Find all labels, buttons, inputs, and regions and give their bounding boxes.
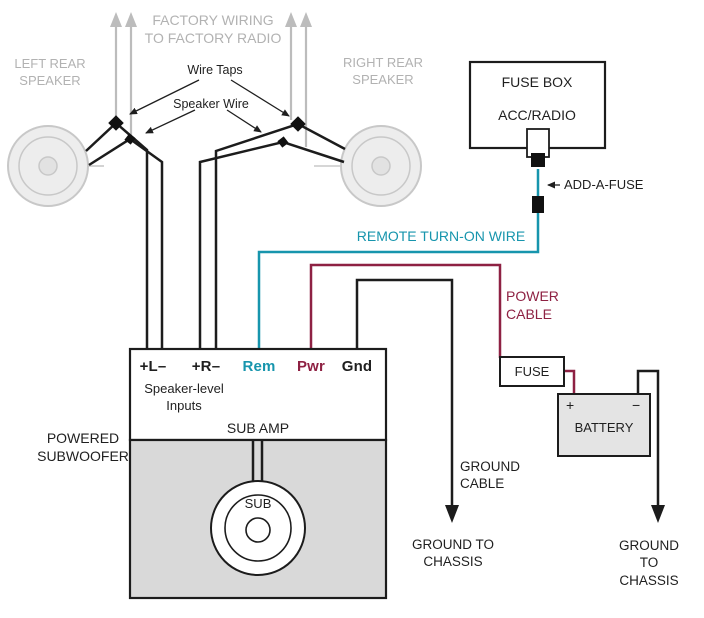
wire-tap xyxy=(108,115,124,131)
amp-terminal-remote: Rem xyxy=(242,358,276,375)
battery-label: BATTERY xyxy=(574,420,634,435)
ground-arrowhead xyxy=(445,505,459,523)
factory-wiring-arrows xyxy=(110,12,312,147)
sub-amp-label: SUB AMP xyxy=(226,420,290,436)
sub-dust-cap xyxy=(245,517,271,543)
factory-arrowhead xyxy=(110,12,122,27)
wire-tap xyxy=(290,116,306,132)
amp-terminal-right: +R– xyxy=(191,358,221,375)
fuse-box-title: FUSE BOX xyxy=(501,74,573,90)
amp-terminal-ground: Gnd xyxy=(341,358,373,375)
amp-terminal-power: Pwr xyxy=(296,358,326,375)
power-cable-fuse-to-battery xyxy=(564,369,576,396)
remote-turn-on-label: REMOTE TURN-ON WIRE xyxy=(356,228,526,244)
right-speaker-label: RIGHT REAR SPEAKER xyxy=(343,55,423,87)
amp-terminal-left: +L– xyxy=(139,358,167,375)
fuse-slot xyxy=(526,128,550,158)
power-cable-label: POWER CABLE xyxy=(506,288,559,322)
fuse-outline xyxy=(499,356,565,387)
speaker-center xyxy=(38,156,58,176)
ground-cable-label: GROUND CABLE xyxy=(460,459,520,492)
wire-connector xyxy=(124,133,136,145)
speaker-center xyxy=(371,156,391,176)
ground-cable-battery xyxy=(636,369,660,507)
factory-arrowhead xyxy=(300,12,312,27)
sub-label: SUB xyxy=(244,496,272,511)
battery-positive-terminal: + xyxy=(566,397,575,413)
fuse-slot-terminal xyxy=(531,153,545,167)
fuse-label: FUSE xyxy=(514,364,550,379)
add-a-fuse-connector xyxy=(532,196,544,213)
ground-to-chassis-amp-label: GROUND TO CHASSIS xyxy=(411,537,495,570)
factory-arrowhead xyxy=(125,12,137,27)
speaker-wire-pointer-right xyxy=(226,109,262,133)
sub-mid-ring xyxy=(224,494,292,562)
acc-radio-label: ACC/RADIO xyxy=(498,107,576,123)
battery-outline xyxy=(557,393,651,457)
factory-wiring-label: FACTORY WIRING TO FACTORY RADIO xyxy=(144,12,282,46)
wire-connector xyxy=(277,136,289,148)
wire-taps-pointer-left xyxy=(129,79,200,115)
amp-outline xyxy=(128,347,388,442)
speaker-wires xyxy=(85,121,346,349)
left-rear-speaker xyxy=(7,125,104,207)
powered-subwoofer-label: POWERED SUBWOOFER xyxy=(37,430,129,464)
wire-taps-pointer-right xyxy=(230,79,290,117)
battery-negative-terminal: − xyxy=(632,397,641,413)
ground-arrowhead xyxy=(651,505,665,523)
power-cable-wire xyxy=(309,263,502,358)
right-rear-speaker xyxy=(314,125,422,207)
pointer-arrows xyxy=(129,79,560,189)
speaker-wire-left-b xyxy=(88,137,164,349)
speaker-wire-label: Speaker Wire xyxy=(173,97,249,111)
speaker-level-inputs-label: Speaker-level Inputs xyxy=(144,381,224,413)
speaker-wire-right-a xyxy=(214,122,346,349)
speaker-wire-right-b xyxy=(198,140,345,349)
factory-arrowhead xyxy=(285,12,297,27)
add-a-fuse-label: ADD-A-FUSE xyxy=(564,177,644,192)
ground-cable-amp xyxy=(355,278,454,507)
speaker-mid-ring xyxy=(351,136,411,196)
ground-to-chassis-battery-label: GROUND TO CHASSIS xyxy=(619,538,679,588)
left-speaker-label: LEFT REAR SPEAKER xyxy=(14,56,86,88)
wire-taps-label: Wire Taps xyxy=(187,63,243,77)
speaker-wire-left-a xyxy=(85,121,149,349)
speaker-wire-pointer-left xyxy=(145,109,196,134)
subwoofer xyxy=(210,440,306,576)
speaker-mid-ring xyxy=(18,136,78,196)
